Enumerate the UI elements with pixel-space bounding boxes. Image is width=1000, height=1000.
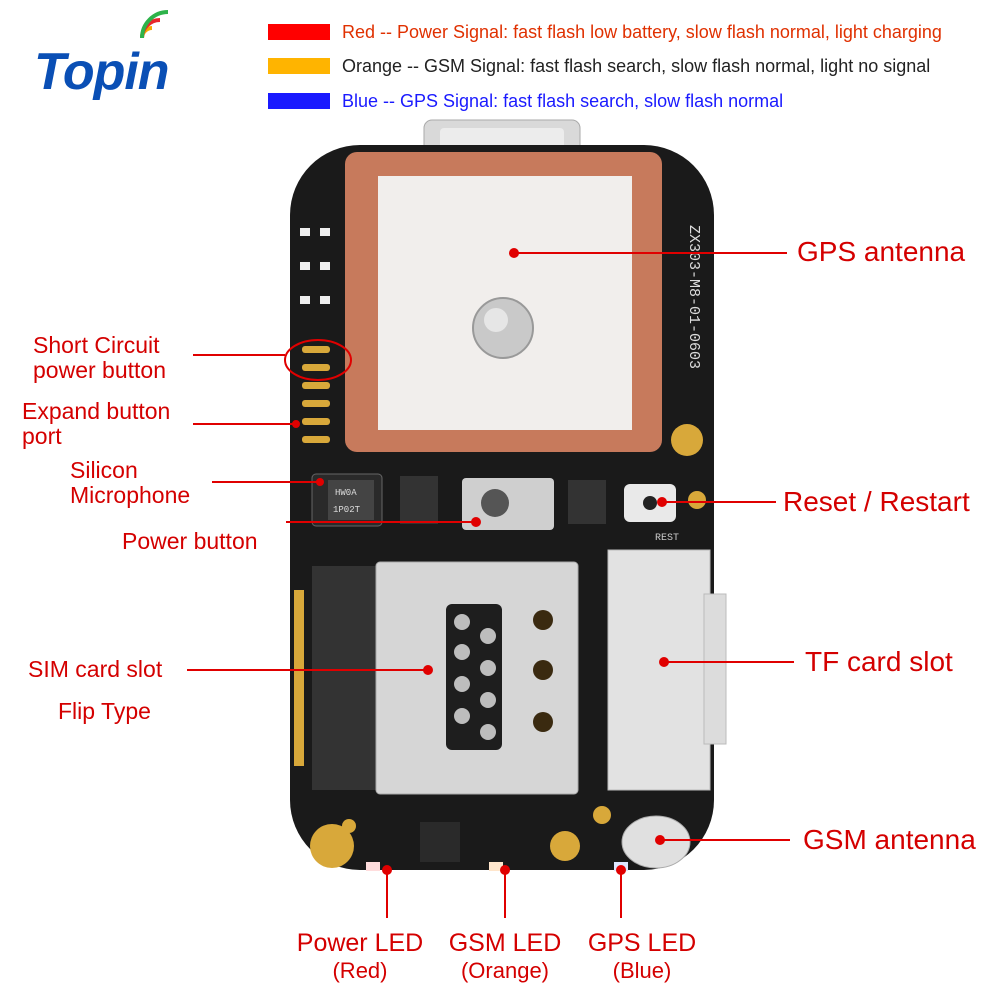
label-mic-1: Silicon	[70, 457, 138, 483]
label-tf-slot: TF card slot	[805, 646, 953, 677]
label-expand-port-1: Expand button	[22, 398, 171, 424]
brand-name: Topin	[34, 43, 170, 101]
legend-blue: Blue -- GPS Signal: fast flash search, s…	[268, 89, 783, 113]
legend-swatch-orange	[268, 58, 330, 74]
wifi-icon	[140, 10, 169, 39]
label-short-circuit-2: power button	[33, 357, 166, 383]
led-color-power: (Red)	[332, 958, 388, 983]
label-mic-2: Microphone	[70, 482, 191, 508]
rest-text: REST	[655, 533, 679, 544]
led-label-gsm: GSM LED (Orange)	[435, 928, 575, 984]
legend-red: Red -- Power Signal: fast flash low batt…	[268, 20, 942, 44]
legend-orange: Orange -- GSM Signal: fast flash search,…	[268, 54, 930, 78]
led-label-gps: GPS LED (Blue)	[572, 928, 712, 984]
topin-logo: Topin	[34, 10, 170, 101]
legend-text-blue: Blue -- GPS Signal: fast flash search, s…	[342, 90, 784, 111]
led-color-gsm: (Orange)	[460, 958, 550, 983]
label-reset: Reset / Restart	[783, 486, 970, 517]
label-power-button: Power button	[122, 528, 258, 554]
led-name-power: Power LED	[296, 929, 424, 957]
silkscreen-text: ZX303-M8-01-0603	[685, 225, 702, 369]
led-label-power: Power LED (Red)	[290, 928, 430, 984]
legend-swatch-red	[268, 24, 330, 40]
legend-text-orange: Orange -- GSM Signal: fast flash search,…	[342, 55, 931, 76]
label-sim-slot: SIM card slot	[28, 656, 163, 682]
label-gps-antenna: GPS antenna	[797, 236, 966, 267]
label-short-circuit-1: Short Circuit	[33, 332, 160, 358]
mic-code: 1P02T	[333, 505, 361, 515]
label-expand-port-2: port	[22, 423, 62, 449]
mic-mark: HW0A	[335, 488, 357, 498]
label-gsm-antenna: GSM antenna	[803, 824, 976, 855]
legend-text-red: Red -- Power Signal: fast flash low batt…	[342, 21, 942, 42]
legend-swatch-blue	[268, 93, 330, 109]
led-name-gps: GPS LED	[587, 929, 697, 957]
label-flip-type: Flip Type	[58, 698, 151, 724]
led-name-gsm: GSM LED	[448, 929, 562, 957]
led-color-gps: (Blue)	[612, 958, 672, 983]
